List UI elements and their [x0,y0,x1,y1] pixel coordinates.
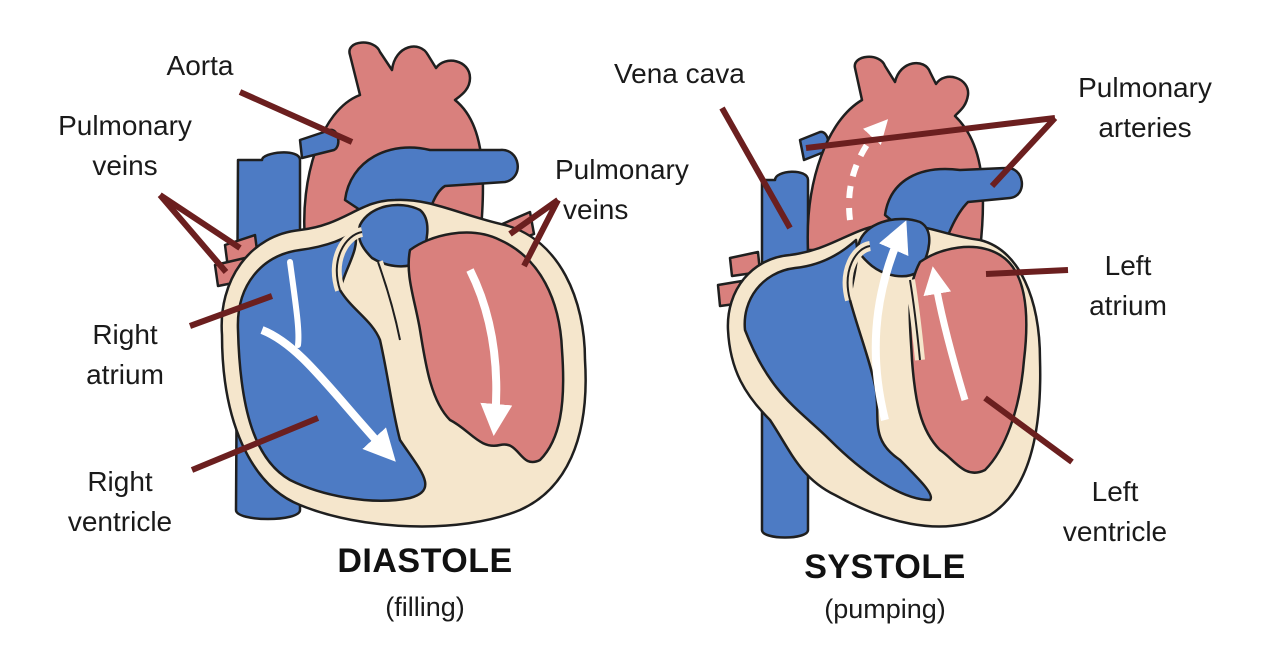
subtitle-diastole: (filling) [385,592,465,622]
diastole-left-chambers [407,231,565,464]
leader-pulmonary-arteries-b [989,115,1058,189]
label-right-ventricle-line2: ventricle [67,506,173,537]
label-right-atrium: Right atrium [70,315,180,395]
leader-aorta [238,89,354,145]
leader-right-ventricle [190,415,320,473]
leader-pulmonary-arteries-a [805,115,1056,151]
label-pulmonary-veins-right-line2: veins [563,194,629,225]
label-pulmonary-veins-right-line1: Pulmonary [555,154,689,185]
label-left-atrium-line2: atrium [1089,290,1167,321]
diastole-leader-lines [157,89,561,473]
label-pulmonary-arteries-line1: Pulmonary [1078,72,1212,103]
label-pulmonary-arteries: Pulmonary arteries [1060,68,1230,148]
leader-right-atrium [188,293,274,329]
label-right-atrium-line2: atrium [86,359,164,390]
subtitle-systole: (pumping) [824,594,946,624]
leader-vena-cava [719,106,793,230]
leader-left-ventricle [983,395,1074,465]
label-pulmonary-veins-left-line2: veins [92,150,158,181]
label-right-ventricle-line1: Right [87,466,153,497]
label-left-atrium-line1: Left [1104,250,1152,281]
systole-right-chambers [743,238,933,502]
label-left-ventricle: Left ventricle [1050,472,1180,552]
leader-pulmonary-veins-right-a [508,197,560,237]
label-aorta: Aorta [166,50,234,81]
label-left-atrium: Left atrium [1078,246,1178,326]
leader-pulmonary-veins-left-b [157,193,229,274]
leader-left-atrium [985,267,1069,277]
diastole-heart-illustration [213,41,587,528]
systole-heart-illustration [716,55,1042,539]
title-systole: SYSTOLE [804,548,966,586]
label-pulmonary-veins-left: Pulmonary veins [40,106,210,186]
label-pulmonary-veins-left-line1: Pulmonary [58,110,192,141]
systole-leader-lines [719,106,1074,465]
title-diastole: DIASTOLE [337,542,513,580]
label-right-atrium-line1: Right [92,319,158,350]
label-vena-cava: Vena cava [614,58,745,89]
leader-pulmonary-veins-right-b [521,198,561,268]
label-pulmonary-arteries-line2: arteries [1098,112,1192,143]
leader-pulmonary-veins-left-a [158,192,242,251]
label-left-ventricle-line1: Left [1091,476,1139,507]
label-right-ventricle: Right ventricle [50,462,190,542]
label-pulmonary-veins-right: Pulmonary veins [555,150,720,230]
label-left-ventricle-line2: ventricle [1062,516,1168,547]
